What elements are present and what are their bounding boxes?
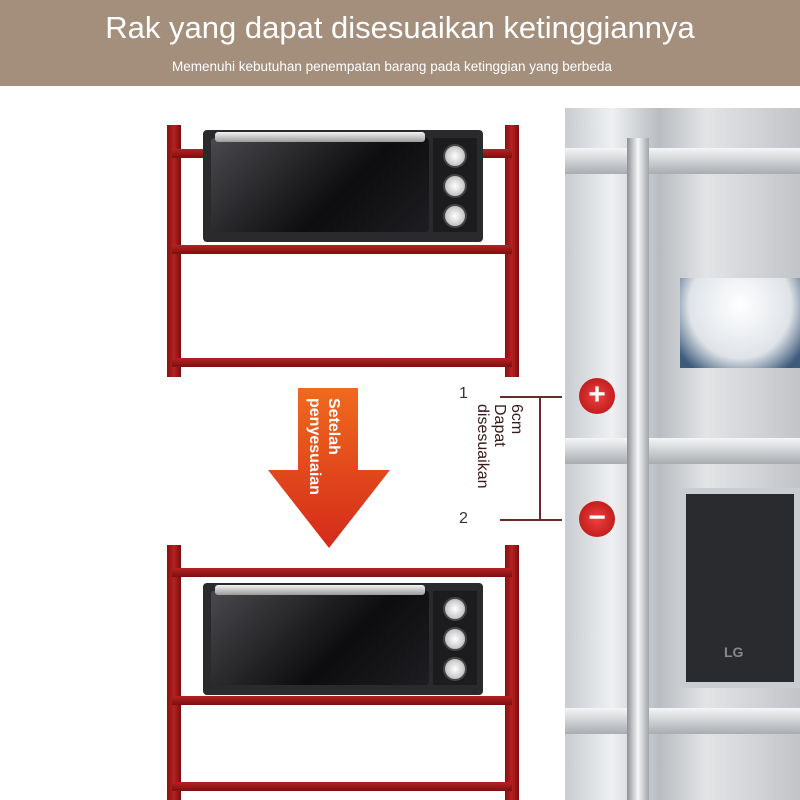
marker-2: 2	[459, 510, 468, 527]
marker-1: 1	[459, 385, 468, 402]
shelf-tier	[565, 148, 800, 174]
rack-bar	[172, 782, 512, 791]
shelf-pole	[627, 138, 649, 800]
microwave-image: LG	[680, 488, 800, 688]
dimension-line	[539, 396, 541, 521]
minus-icon: −	[579, 501, 615, 537]
shelf-tier	[565, 708, 800, 734]
rack-bar	[172, 358, 512, 367]
header-banner: Rak yang dapat disesuaikan ketinggiannya…	[0, 0, 800, 86]
plates-image	[680, 278, 800, 368]
page-title: Rak yang dapat disesuaikan ketinggiannya	[105, 10, 695, 45]
rack-bar	[172, 245, 512, 254]
rack-post	[505, 545, 519, 800]
dimension-line	[500, 519, 562, 521]
page-subtitle: Memenuhi kebutuhan penempatan barang pad…	[172, 59, 612, 74]
down-arrow-icon	[268, 388, 390, 548]
rack-bar	[172, 696, 512, 705]
rack-bar	[172, 568, 512, 577]
rack-post	[167, 545, 181, 800]
dimension-line	[500, 396, 562, 398]
shelf-photo: LG	[565, 108, 800, 800]
plus-icon: +	[579, 378, 615, 414]
rack-post	[505, 125, 519, 377]
oven-image	[203, 130, 483, 242]
oven-image	[203, 583, 483, 695]
shelf-tier	[565, 438, 800, 464]
